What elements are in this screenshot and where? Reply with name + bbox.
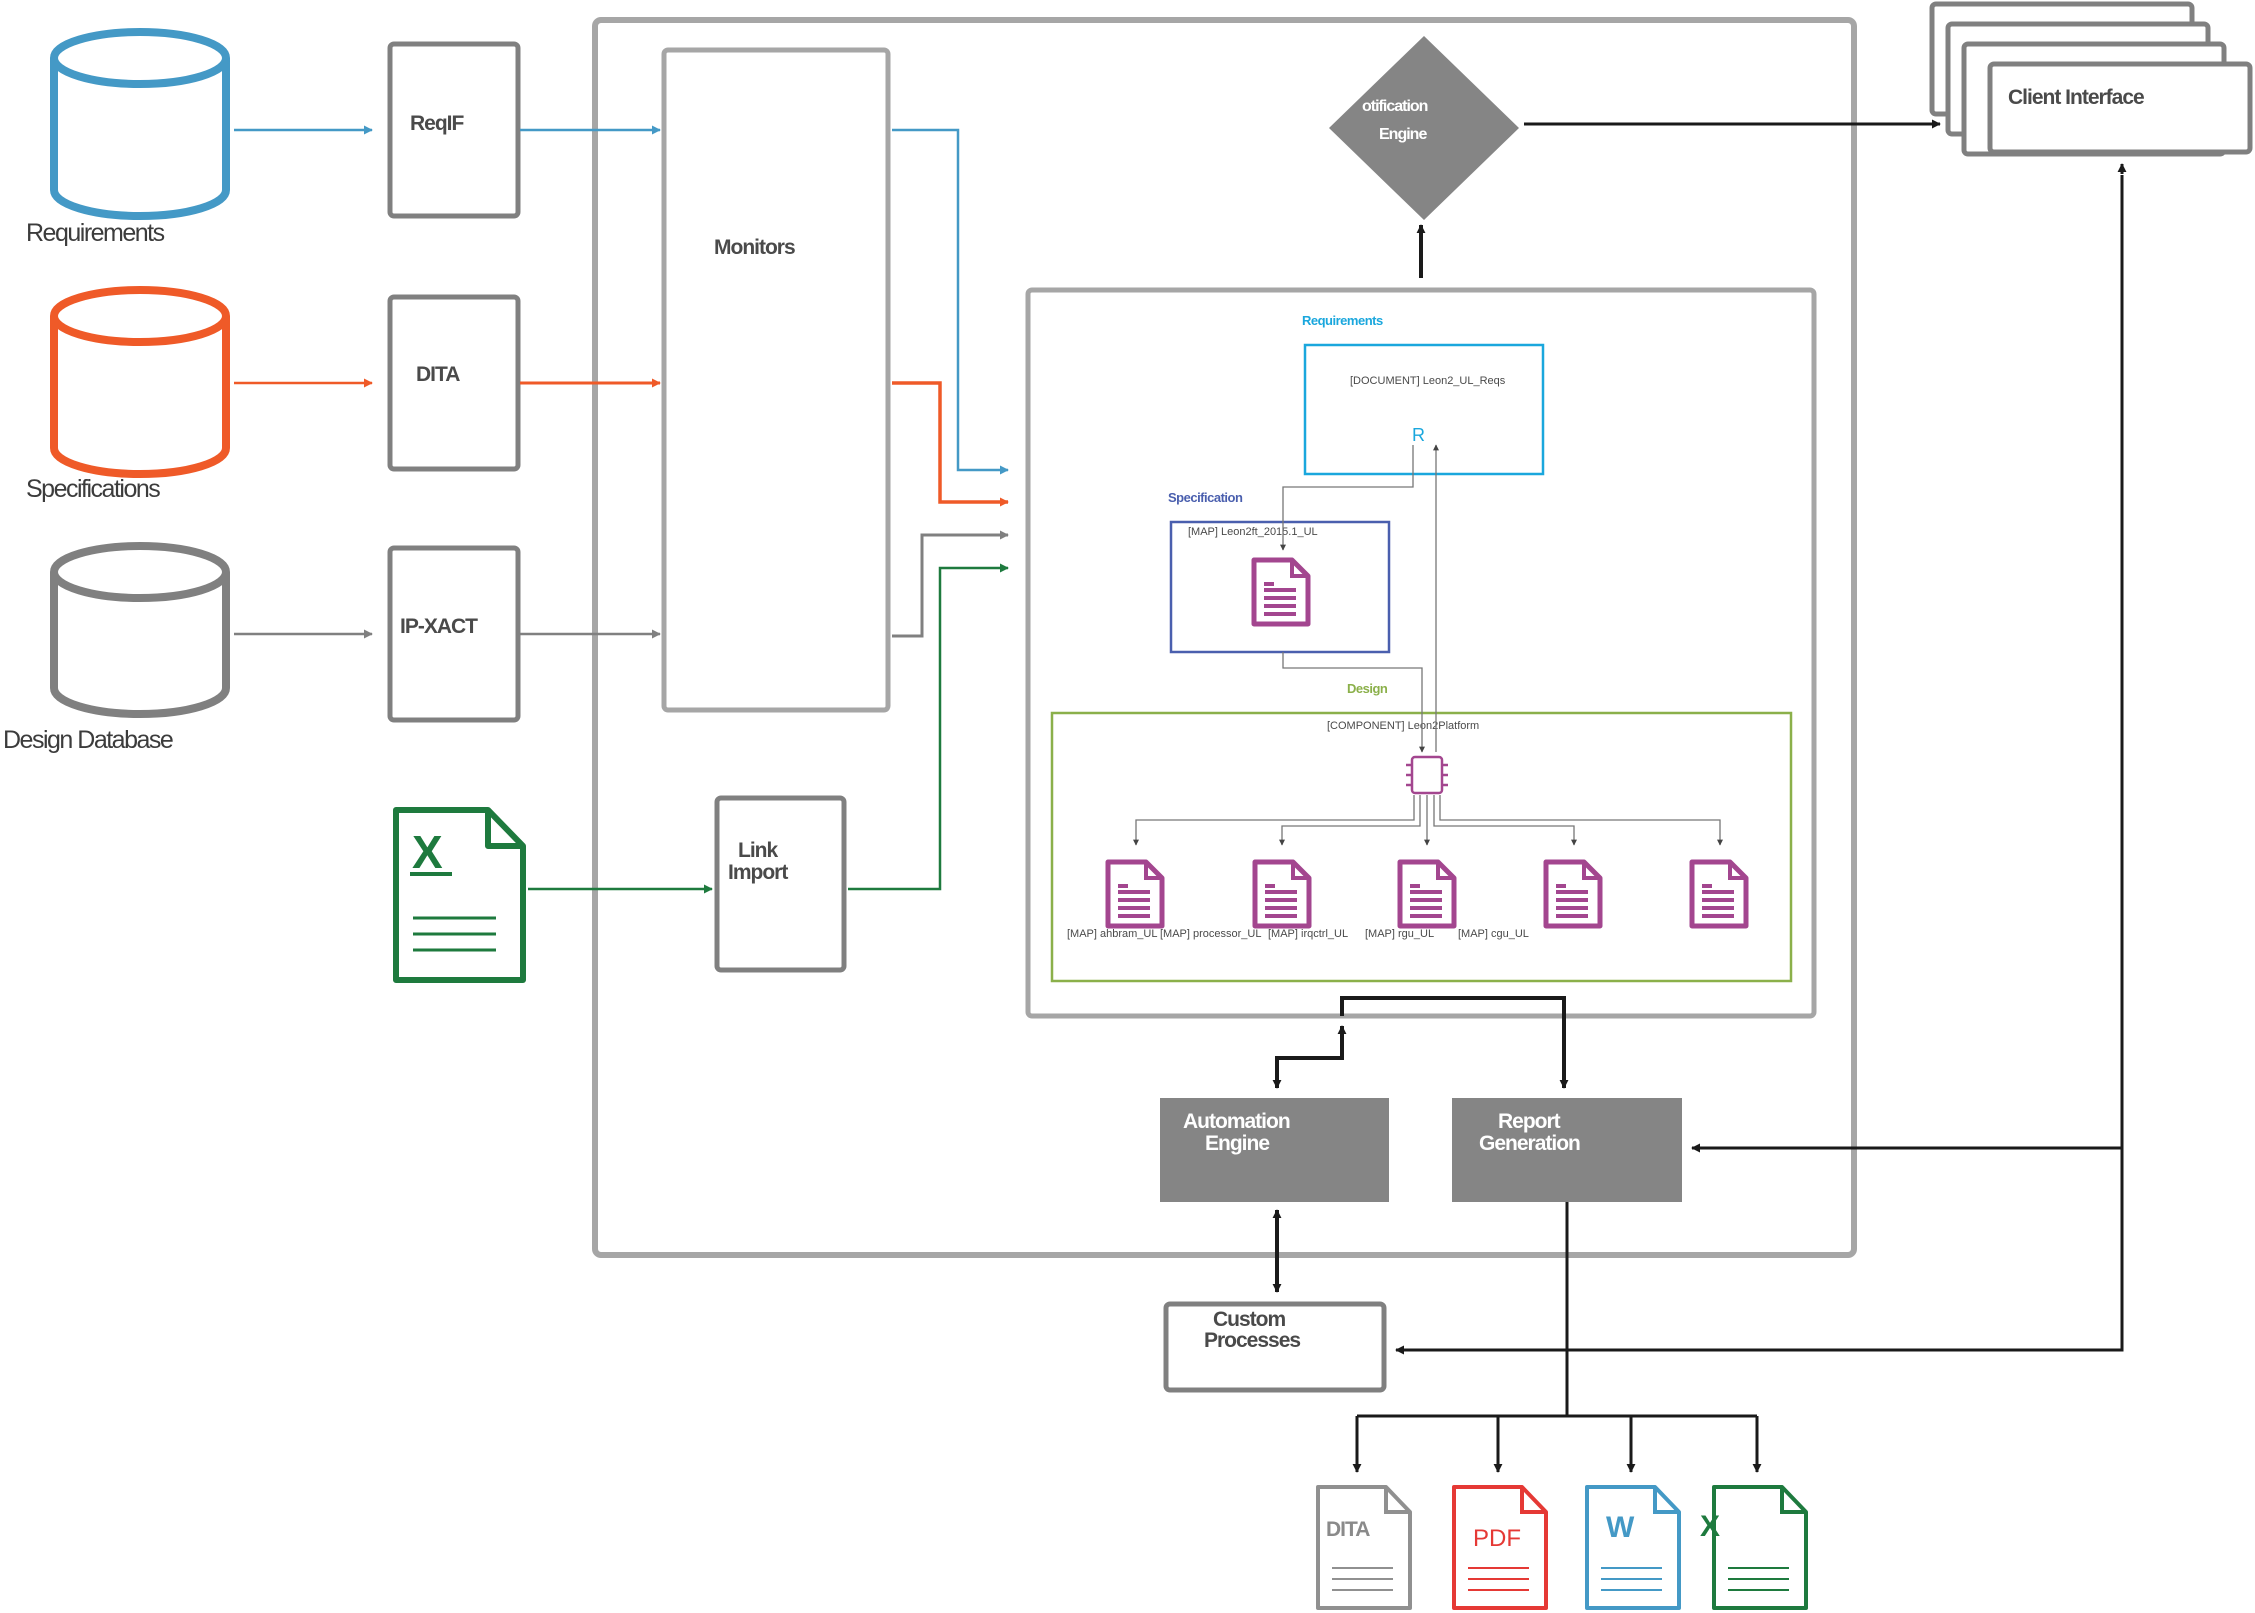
map-document-icon-1 [1105, 859, 1165, 929]
automation-engine-label-line2: Engine [1205, 1132, 1269, 1155]
automation-engine-box [1160, 1098, 1389, 1202]
design-database [50, 542, 230, 718]
link-import-connector [848, 563, 1009, 891]
specifications-database [50, 286, 230, 478]
map-document-icon-2 [1252, 859, 1312, 929]
link-import-label-line1: Link [738, 839, 778, 862]
word-output-label: W [1606, 1511, 1635, 1544]
monitors-design-connector [892, 530, 1009, 638]
client-interface-stack [1929, 1, 2253, 157]
report-output-connectors [1352, 1202, 1762, 1473]
reqif-box [387, 41, 521, 219]
chip-icon [1406, 755, 1448, 795]
map-document-icon-4 [1543, 859, 1603, 929]
custom-processes-label-line2: Processes [1204, 1329, 1300, 1352]
specifications-source-label: Specifications [26, 475, 160, 503]
document-icon [1251, 557, 1311, 627]
map-label-rgu: [MAP] rgu_UL [1365, 928, 1434, 940]
link-import-label-line2: Import [728, 861, 788, 884]
dita-label: DITA [416, 363, 460, 386]
design-component-box [1050, 711, 1793, 983]
requirements-database [50, 28, 230, 220]
notification-engine-label-line2: Engine [1379, 126, 1427, 143]
notification-engine-label-line1: otification [1362, 98, 1428, 115]
monitors-label: Monitors [714, 236, 795, 259]
map-document-icons [1105, 859, 1749, 929]
requirements-document-label: [DOCUMENT] Leon2_UL_Reqs [1350, 375, 1506, 387]
map-label-irqctrl: [MAP] irqctrl_UL [1268, 928, 1348, 940]
excel-output-label: X [1700, 1510, 1720, 1543]
ipxact-box [387, 545, 521, 723]
specification-group-label: Specification [1168, 490, 1243, 505]
client-feedback-connectors [1395, 163, 2127, 1355]
trace-links [1133, 444, 1723, 846]
monitors-box [661, 47, 891, 713]
requirements-group-label: Requirements [1302, 313, 1383, 328]
requirements-marker: R [1412, 425, 1425, 445]
word-output-file-icon [1585, 1485, 1681, 1610]
design-component-label: [COMPONENT] Leon2Platform [1327, 720, 1479, 732]
monitors-requirements-connector [892, 128, 1009, 475]
map-label-processor: [MAP] processor_UL [1160, 928, 1261, 940]
map-label-cgu: [MAP] cgu_UL [1458, 928, 1529, 940]
report-generation-box [1452, 1098, 1682, 1202]
requirements-source-label: Requirements [26, 219, 165, 247]
map-document-icon-5 [1689, 859, 1749, 929]
custom-processes-box [1163, 1301, 1387, 1393]
map-label-ahbram: [MAP] ahbram_UL [1067, 928, 1157, 940]
link-import-box [714, 795, 847, 973]
custom-processes-label-line1: Custom [1213, 1308, 1285, 1331]
dita-box [387, 294, 521, 472]
dita-output-file-icon [1316, 1485, 1412, 1610]
design-database-source-label: Design Database [3, 726, 173, 754]
automation-engine-label-line1: Automation [1183, 1110, 1290, 1133]
monitors-specifications-connector [892, 381, 1009, 507]
specification-document-icon [1251, 557, 1311, 627]
model-engines-connectors [1272, 996, 1569, 1089]
client-interface-label: Client Interface [2008, 86, 2144, 109]
ipxact-label: IP-XACT [400, 615, 478, 638]
reqif-label: ReqIF [410, 112, 465, 135]
pdf-output-label: PDF [1473, 1525, 1521, 1552]
pdf-output-file-icon [1452, 1485, 1548, 1610]
specification-map-label: [MAP] Leon2ft_2015.1_UL [1188, 526, 1318, 538]
excel-source-glyph: X [412, 826, 443, 878]
map-document-icon-3 [1397, 859, 1457, 929]
excel-source-file-icon [393, 807, 526, 983]
notification-engine-node [1329, 36, 1519, 220]
platform-container [592, 17, 1857, 1258]
report-generation-label-line1: Report [1498, 1110, 1561, 1133]
design-group-label: Design [1347, 681, 1388, 696]
requirements-document-box [1303, 343, 1545, 476]
dita-output-label: DITA [1326, 1518, 1370, 1541]
report-generation-label-line2: Generation [1479, 1132, 1580, 1155]
excel-output-file-icon [1712, 1485, 1808, 1610]
